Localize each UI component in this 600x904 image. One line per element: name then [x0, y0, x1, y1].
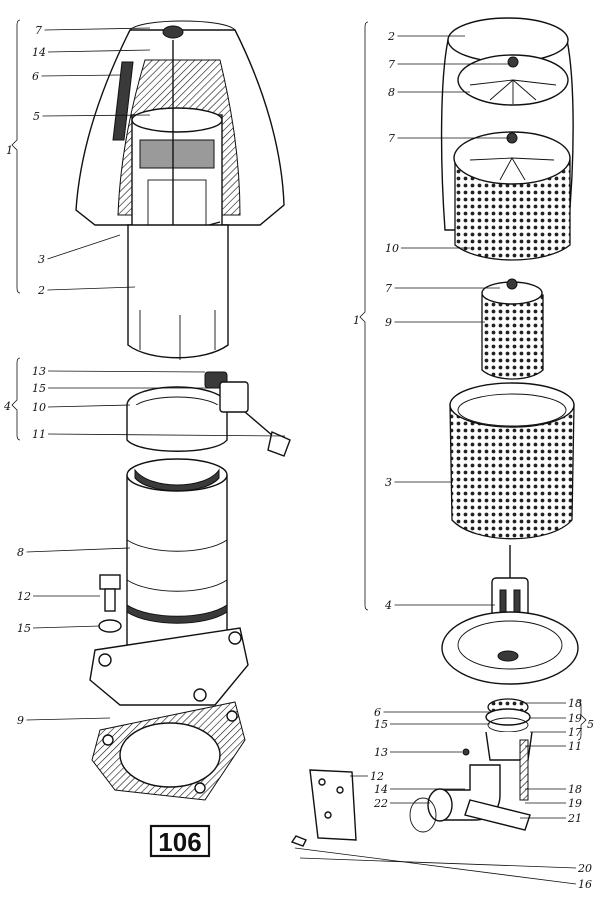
callout-r12: 12 [370, 770, 384, 783]
leader-l2 [47, 286, 136, 291]
leader-l7 [44, 27, 151, 31]
callout-r6: 6 [374, 706, 381, 719]
callout-r7b: 7 [388, 132, 395, 145]
leader-l11 [47, 433, 286, 437]
callout-r16: 16 [578, 878, 592, 891]
callout-l8: 8 [17, 546, 24, 559]
leader-lines [26, 27, 577, 885]
hose-clamp [126, 371, 291, 457]
valve-group [485, 698, 533, 801]
callout-r7c: 7 [385, 282, 392, 295]
filter-housing [449, 382, 575, 540]
callout-r14: 14 [374, 783, 388, 796]
callout-l1: 1 [6, 144, 13, 157]
outer-filter-element [453, 131, 571, 261]
callout-l13: 13 [32, 365, 46, 378]
callout-l6: 6 [32, 70, 39, 83]
left-assembly [75, 20, 291, 801]
baffle-disc [457, 54, 569, 106]
callout-l11: 11 [32, 428, 46, 441]
callout-l10: 10 [32, 401, 46, 414]
right-assembly [290, 17, 579, 847]
mounting-bracket [290, 769, 357, 847]
figure-number-box: 106 [149, 824, 211, 858]
callout-r15: 15 [374, 718, 388, 731]
callout-r5: 5 [587, 718, 594, 731]
grouping-brackets [11, 19, 587, 741]
callout-l12: 12 [17, 590, 31, 603]
intake-pipe [126, 458, 228, 661]
inner-filter-element [481, 278, 544, 380]
leader-l5 [42, 114, 151, 117]
callout-r8: 8 [388, 86, 395, 99]
callout-r17: 17 [568, 726, 582, 739]
callout-l14: 14 [32, 46, 46, 59]
leader-l8 [26, 547, 131, 553]
callout-r22: 22 [373, 797, 388, 810]
leader-l9 [26, 717, 111, 721]
tube-2 [127, 224, 229, 360]
callout-r2: 2 [387, 30, 395, 43]
callout-l5: 5 [33, 110, 40, 123]
callout-l2: 2 [37, 284, 45, 297]
callout-l15b: 15 [17, 622, 31, 635]
callout-l9: 9 [17, 714, 24, 727]
callout-r19a: 19 [568, 712, 582, 725]
leader-l14 [47, 49, 151, 53]
leader-l3 [47, 234, 121, 260]
callout-r18b: 18 [568, 783, 582, 796]
callout-l15a: 15 [32, 382, 46, 395]
callout-r7a: 7 [388, 58, 395, 71]
leader-l6 [41, 74, 121, 77]
elbow-assembly [409, 748, 531, 833]
leader-l13 [47, 370, 206, 373]
callout-r18a: 18 [568, 697, 582, 710]
callout-r11: 11 [568, 740, 582, 753]
callout-r19b: 19 [568, 797, 582, 810]
flange [89, 627, 249, 706]
leader-l15b [32, 625, 101, 629]
figure-number: 106 [158, 827, 201, 857]
leader-r20 [299, 857, 577, 869]
gasket [91, 701, 246, 801]
callout-r9: 9 [385, 316, 392, 329]
callout-r1: 1 [353, 314, 360, 327]
callout-r13: 13 [374, 746, 388, 759]
center-rod-and-base [441, 545, 579, 685]
leader-r16 [294, 847, 577, 885]
callout-r21: 21 [567, 812, 582, 825]
callout-r10: 10 [385, 242, 399, 255]
callout-l4: 4 [3, 400, 11, 413]
callout-l7: 7 [35, 24, 42, 37]
callout-r3: 3 [385, 476, 392, 489]
callout-r4: 4 [384, 599, 392, 612]
leader-l10 [47, 404, 131, 408]
callout-r20: 20 [577, 862, 592, 875]
callout-l3: 3 [38, 253, 45, 266]
bolt-and-washer [98, 574, 122, 633]
